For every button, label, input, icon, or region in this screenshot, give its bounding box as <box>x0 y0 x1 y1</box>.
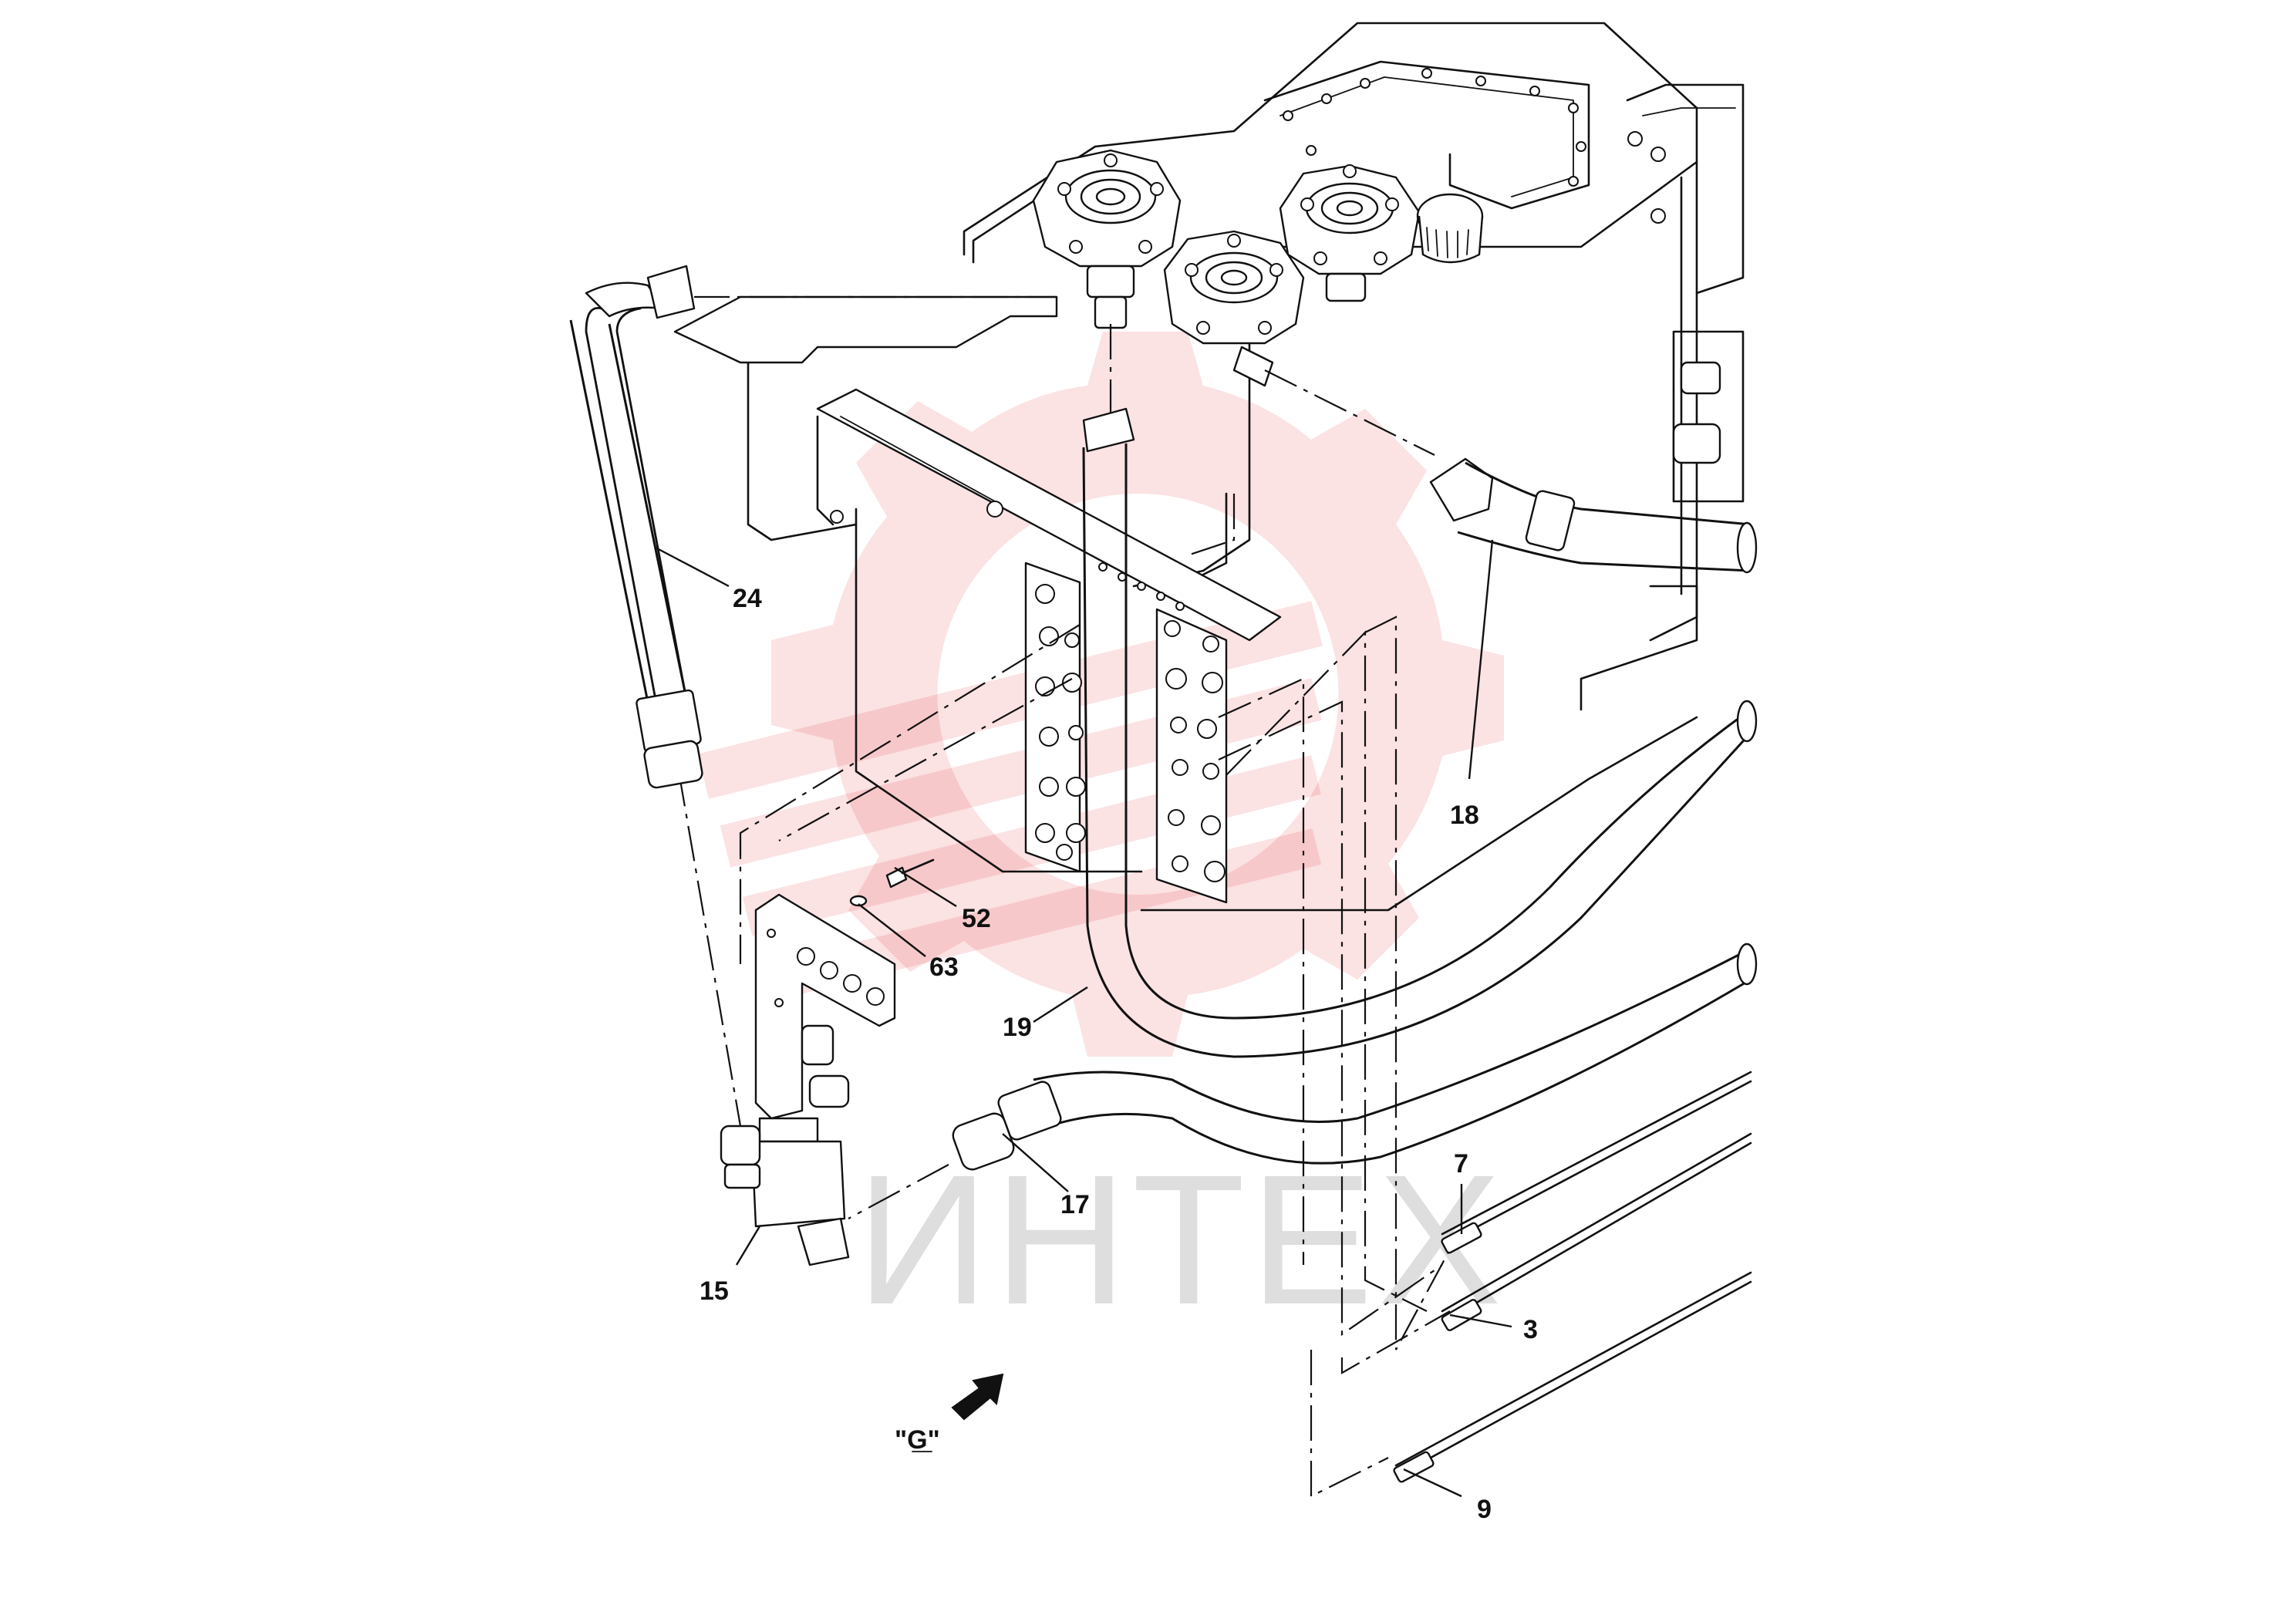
hose-19 <box>1082 407 1758 1058</box>
hose-18 <box>1429 457 1758 574</box>
watermark-text: ИНТЕХ <box>856 1136 1506 1343</box>
view-direction-arrow-icon <box>951 1373 1004 1421</box>
hose-17 <box>952 943 1758 1171</box>
callout-52: 52 <box>962 904 991 933</box>
valve-manifold-right <box>1155 608 1228 904</box>
callout-19: 19 <box>1003 1013 1032 1042</box>
callout-15: 15 <box>700 1276 729 1306</box>
filter-head-left <box>1032 149 1182 329</box>
callout-9: 9 <box>1477 1495 1492 1524</box>
tube-7 <box>1441 1071 1752 1254</box>
callout-63: 63 <box>929 953 959 982</box>
valve-assembly-15 <box>720 858 935 1266</box>
lid-bolts <box>1283 68 1586 187</box>
tube-3 <box>1441 1132 1752 1331</box>
breather-cap <box>1416 193 1484 264</box>
filter-head-middle <box>1163 230 1305 387</box>
mounting-bracket <box>673 295 1282 642</box>
callout-24: 24 <box>733 584 762 613</box>
filter-head-right <box>1279 164 1421 302</box>
hose-24 <box>569 265 703 789</box>
tube-9 <box>1393 1271 1752 1483</box>
callout-7: 7 <box>1454 1149 1468 1179</box>
view-label: "G" <box>895 1425 940 1455</box>
valve-manifold-left <box>1024 561 1086 873</box>
callout-3: 3 <box>1523 1315 1538 1344</box>
callout-17: 17 <box>1060 1190 1090 1219</box>
intech-gear-logo-watermark <box>697 332 1504 1057</box>
callout-leaders <box>655 539 1512 1498</box>
callout-18: 18 <box>1450 801 1479 830</box>
phantom-lines <box>677 295 1451 1498</box>
